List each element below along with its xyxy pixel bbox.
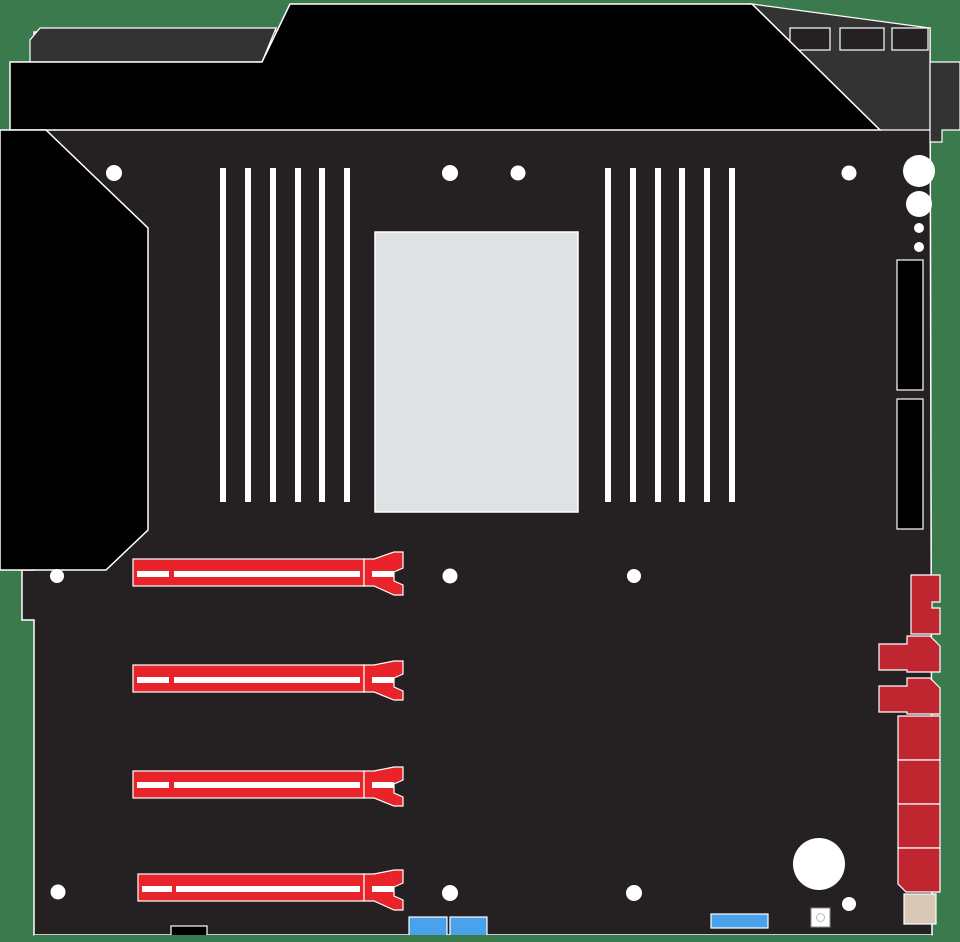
memory-slots-right <box>605 168 735 502</box>
mounting-hole <box>627 569 641 583</box>
dimm-slot-a4 <box>295 168 301 502</box>
rear-hole-large <box>903 155 935 187</box>
rear-red-connectors <box>878 574 941 893</box>
dimm-slot-b4 <box>679 168 685 502</box>
cpu-socket <box>374 231 579 513</box>
red-connector-4 <box>897 715 941 761</box>
mounting-hole <box>626 885 642 901</box>
rear-hole-medium <box>906 191 932 217</box>
pcie-slot-2 <box>132 660 404 701</box>
dimm-slot-a2 <box>245 168 251 502</box>
rear-hole-small <box>914 223 924 233</box>
dimm-slot-b3 <box>655 168 661 502</box>
red-connector-6 <box>897 803 941 849</box>
red-connector-3 <box>878 677 941 715</box>
red-connector-2 <box>878 635 941 673</box>
power-connector-24pin <box>896 259 924 391</box>
mounting-hole <box>510 165 526 181</box>
fan-header-2 <box>449 916 488 939</box>
vrm-heatsink-back <box>29 27 277 63</box>
mounting-hole <box>842 897 856 911</box>
fan-header-1 <box>408 916 448 939</box>
pcie-slot-3 <box>132 766 404 807</box>
dimm-slot-a6 <box>344 168 350 502</box>
dimm-slot-a1 <box>220 168 226 502</box>
mounting-hole <box>106 165 122 181</box>
bottom-edge <box>34 935 932 942</box>
pcie-slot-1 <box>132 551 404 596</box>
dimm-slot-a3 <box>270 168 276 502</box>
dimm-slot-a5 <box>319 168 325 502</box>
dimm-slot-b5 <box>704 168 710 502</box>
red-connector-5 <box>897 759 941 805</box>
dimm-slot-b6 <box>729 168 735 502</box>
mounting-hole <box>442 885 458 901</box>
red-connector-1 <box>910 574 941 635</box>
mounting-holes <box>50 165 857 911</box>
dimm-slot-b2 <box>630 168 636 502</box>
rear-holes <box>903 155 935 252</box>
mounting-hole <box>442 568 458 584</box>
io-port-4 <box>929 61 960 143</box>
cmos-battery <box>793 838 845 890</box>
vrm-heatsink-left <box>0 129 149 571</box>
mounting-hole <box>50 884 66 900</box>
dimm-slot-b1 <box>605 168 611 502</box>
power-connector-8pin <box>896 398 924 530</box>
io-port-2 <box>839 27 885 51</box>
pcie-slot-4 <box>137 869 404 911</box>
rear-hole-small <box>914 242 924 252</box>
power-button-connector <box>903 893 937 925</box>
mounting-hole <box>841 165 857 181</box>
fan-header-3 <box>710 913 769 929</box>
red-connector-7 <box>897 847 941 893</box>
io-port-1 <box>789 27 831 51</box>
jumper-square <box>810 907 831 928</box>
mounting-hole <box>50 569 64 583</box>
memory-slots-left <box>220 168 350 502</box>
io-port-3 <box>891 27 929 51</box>
jumper-dot <box>816 913 825 922</box>
mounting-hole <box>442 165 458 181</box>
